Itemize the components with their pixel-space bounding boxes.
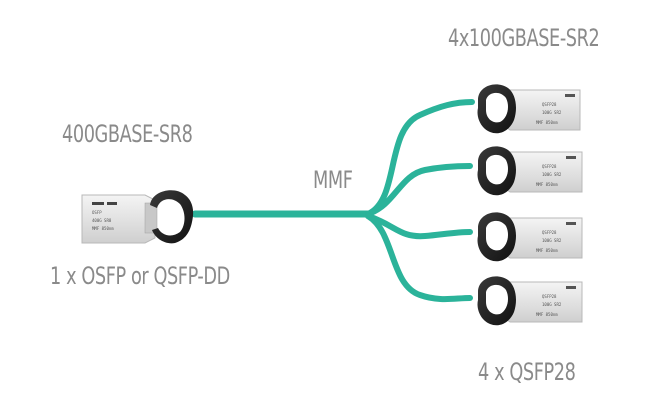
svg-text:MMF 850nm: MMF 850nm <box>536 312 558 317</box>
breakout-cable-4 <box>365 213 473 303</box>
svg-text:QSFP28: QSFP28 <box>542 164 557 169</box>
right-transceiver-3: QSFP28 100G SR2 MMF 850nm <box>477 212 583 262</box>
right-transceiver-4: QSFP28 100G SR2 MMF 850nm <box>477 276 583 326</box>
svg-text:100G SR2: 100G SR2 <box>542 238 562 243</box>
breakout-cable-1 <box>365 99 475 217</box>
svg-text:QSFP28: QSFP28 <box>542 294 557 299</box>
left-transceiver: OSFP 400G SR8 MMF 850nm <box>81 190 194 244</box>
left-module-title: 400GBASE-SR8 <box>62 120 193 148</box>
right-transceiver-2: QSFP28 100G SR2 MMF 850nm <box>477 146 583 196</box>
breakout-cable-2 <box>365 163 473 217</box>
left-module-subtitle: 1 x OSFP or QSFP-DD <box>50 262 230 290</box>
svg-text:100G SR2: 100G SR2 <box>542 302 562 307</box>
svg-text:MMF 850nm: MMF 850nm <box>536 248 558 253</box>
svg-text:400G SR8: 400G SR8 <box>92 218 112 223</box>
right-transceiver-1: QSFP28 100G SR2 MMF 850nm <box>477 84 581 134</box>
svg-text:QSFP28: QSFP28 <box>542 102 557 107</box>
svg-text:MMF 850nm: MMF 850nm <box>536 182 558 187</box>
left-pull-tab-boot <box>150 190 194 244</box>
svg-text:QSFP28: QSFP28 <box>542 230 557 235</box>
right-module-subtitle: 4 x QSFP28 <box>478 358 576 386</box>
svg-text:MMF 850nm: MMF 850nm <box>92 226 114 231</box>
svg-text:100G SR2: 100G SR2 <box>542 110 562 115</box>
svg-text:OSFP: OSFP <box>92 210 102 215</box>
svg-text:MMF 850nm: MMF 850nm <box>536 120 558 125</box>
right-module-title: 4x100GBASE-SR2 <box>448 24 600 52</box>
cable-type-label: MMF <box>313 166 353 194</box>
breakout-cable-3 <box>365 213 473 240</box>
fiber-cables <box>191 99 475 303</box>
left-module-body <box>81 194 156 244</box>
svg-text:100G SR2: 100G SR2 <box>542 172 562 177</box>
